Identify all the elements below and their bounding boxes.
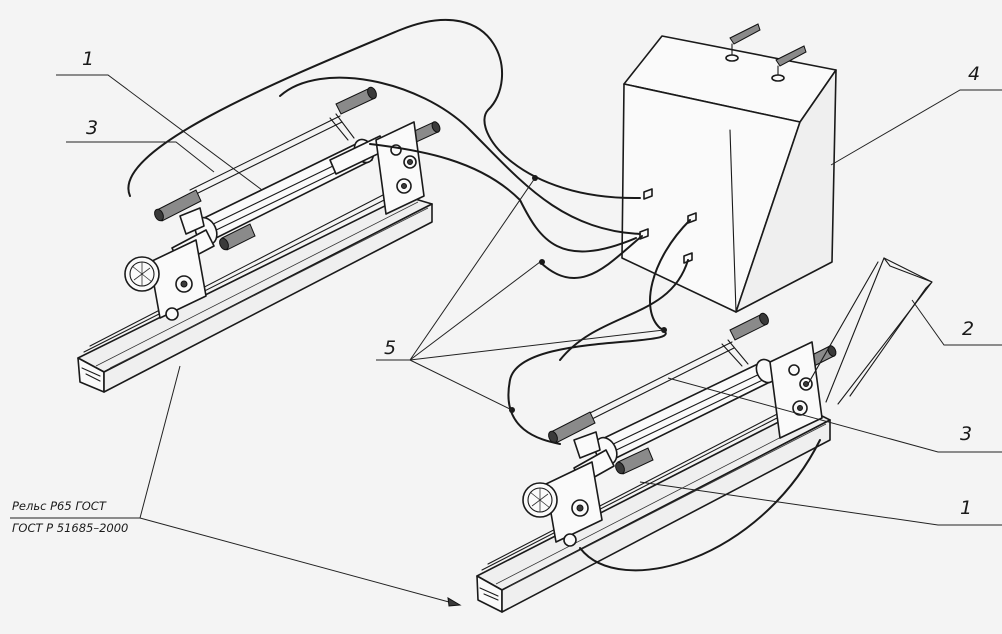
- lever-handle: [807, 257, 933, 405]
- right-handle-top: [729, 312, 769, 341]
- callout-3-left: 3: [86, 117, 98, 139]
- left-handle-front: [219, 223, 256, 251]
- left-tie-rod: [189, 115, 343, 197]
- right-tie-rod: [587, 341, 735, 421]
- left-handle-top: [335, 86, 377, 115]
- hoses: [127, 18, 821, 572]
- left-rail-assembly: [77, 86, 441, 393]
- right-front-clamp: [522, 431, 603, 547]
- callout-1-left: 1: [82, 48, 94, 70]
- callout-1-right: 1: [960, 497, 972, 519]
- rail-note-line2: ГОСТ Р 51685–2000: [12, 521, 128, 535]
- box-handle-left: [729, 23, 761, 45]
- callout-4: 4: [968, 63, 980, 85]
- leader-lines: [10, 74, 1002, 607]
- right-rear-clamp: [769, 341, 823, 439]
- callout-3-right: 3: [960, 423, 972, 445]
- rail-note-line1: Рельс Р65 ГОСТ: [12, 499, 107, 513]
- right-handle-front: [615, 447, 654, 475]
- callout-5: 5: [384, 337, 396, 359]
- left-rear-clamp: [375, 121, 425, 215]
- box-handle-right: [775, 45, 807, 67]
- left-rail: [77, 179, 433, 393]
- left-cylinder: [171, 135, 387, 265]
- left-front-clamp: [124, 207, 207, 321]
- right-rail-assembly: [476, 257, 933, 613]
- left-handle-mid: [154, 189, 202, 222]
- power-box: [621, 23, 837, 313]
- callout-2: 2: [962, 318, 974, 340]
